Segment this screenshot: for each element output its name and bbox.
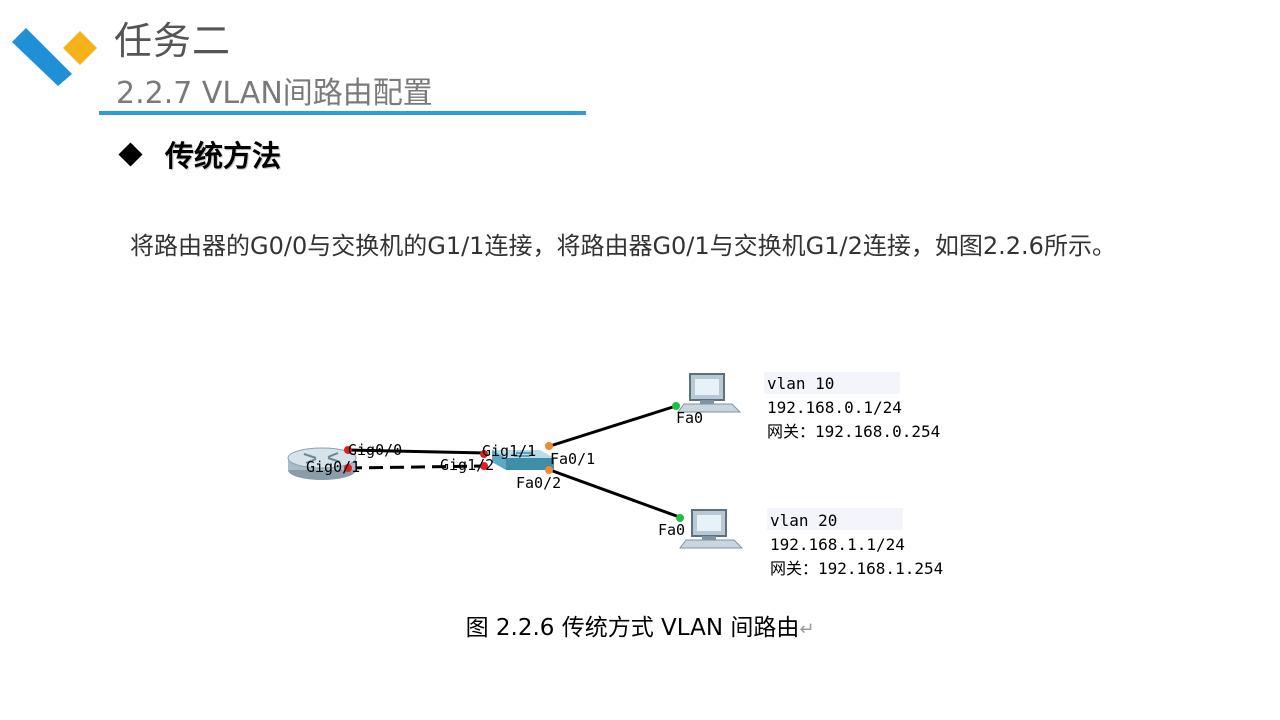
title-underline — [99, 111, 586, 115]
label-switch-fa02: Fa0/2 — [516, 474, 561, 492]
network-diagram: Gig0/0 Gig0/1 Gig1/1 Gig1/2 Fa0/1 Fa0/2 … — [270, 360, 990, 592]
pc1-icon — [677, 373, 742, 413]
section-title: 2.2.7 VLAN间路由配置 — [116, 76, 433, 111]
pc1-vlan: vlan 10 — [767, 374, 834, 393]
port-light-router-g00 — [344, 446, 352, 454]
label-switch-g11: Gig1/1 — [482, 442, 536, 460]
label-pc1-fa0: Fa0 — [676, 409, 703, 427]
body-paragraph: 将路由器的G0/0与交换机的G1/1连接，将路由器G0/1与交换机G1/2连接，… — [130, 232, 1116, 260]
logo-icon — [12, 28, 97, 86]
pc1-ip: 192.168.0.1/24 — [767, 398, 902, 417]
label-switch-g12: Gig1/2 — [440, 456, 494, 474]
port-light-router-g01 — [344, 464, 352, 472]
port-light-switch-g11 — [480, 450, 488, 458]
bullet-text: 传统方法 — [165, 139, 282, 173]
pc2-gateway: 网关：192.168.1.254 — [770, 559, 943, 578]
label-router-g01: Gig0/1 — [306, 458, 360, 476]
label-pc2-fa0: Fa0 — [658, 521, 685, 539]
return-mark-icon: ↵ — [799, 619, 815, 640]
pc1-info-box — [764, 372, 900, 394]
figure-caption: 图 2.2.6 传统方式 VLAN 间路由↵ — [0, 610, 1280, 648]
router-icon — [287, 447, 357, 480]
port-light-pc2-fa0 — [676, 514, 684, 522]
pc2-vlan: vlan 20 — [770, 511, 837, 530]
label-router-g00: Gig0/0 — [348, 441, 402, 459]
cable-switch-fa01-pc1 — [549, 404, 677, 448]
switch-icon — [492, 450, 554, 470]
caption-text: 图 2.2.6 传统方式 VLAN 间路由 — [465, 615, 800, 641]
task-title: 任务二 — [114, 19, 232, 63]
network-diagram-svg: Gig0/0 Gig0/1 Gig1/1 Gig1/2 Fa0/1 Fa0/2 … — [287, 372, 943, 578]
cable-router-g00-switch-g11 — [347, 448, 487, 455]
pc2-icon — [679, 509, 744, 549]
bullet-heading: 传统方法 — [116, 132, 281, 176]
port-light-switch-fa02 — [545, 466, 553, 474]
port-light-switch-g12 — [480, 462, 488, 470]
pc2-info-box — [767, 508, 903, 530]
cable-switch-fa02-pc2 — [549, 468, 683, 520]
pc1-gateway: 网关：192.168.0.254 — [767, 422, 940, 441]
diamond-icon — [118, 141, 143, 167]
pc2-ip: 192.168.1.1/24 — [770, 535, 905, 554]
port-light-switch-fa01 — [545, 442, 553, 450]
cable-router-g01-switch-g12 — [347, 464, 487, 470]
label-switch-fa01: Fa0/1 — [550, 450, 595, 468]
port-light-pc1-fa0 — [672, 402, 680, 410]
